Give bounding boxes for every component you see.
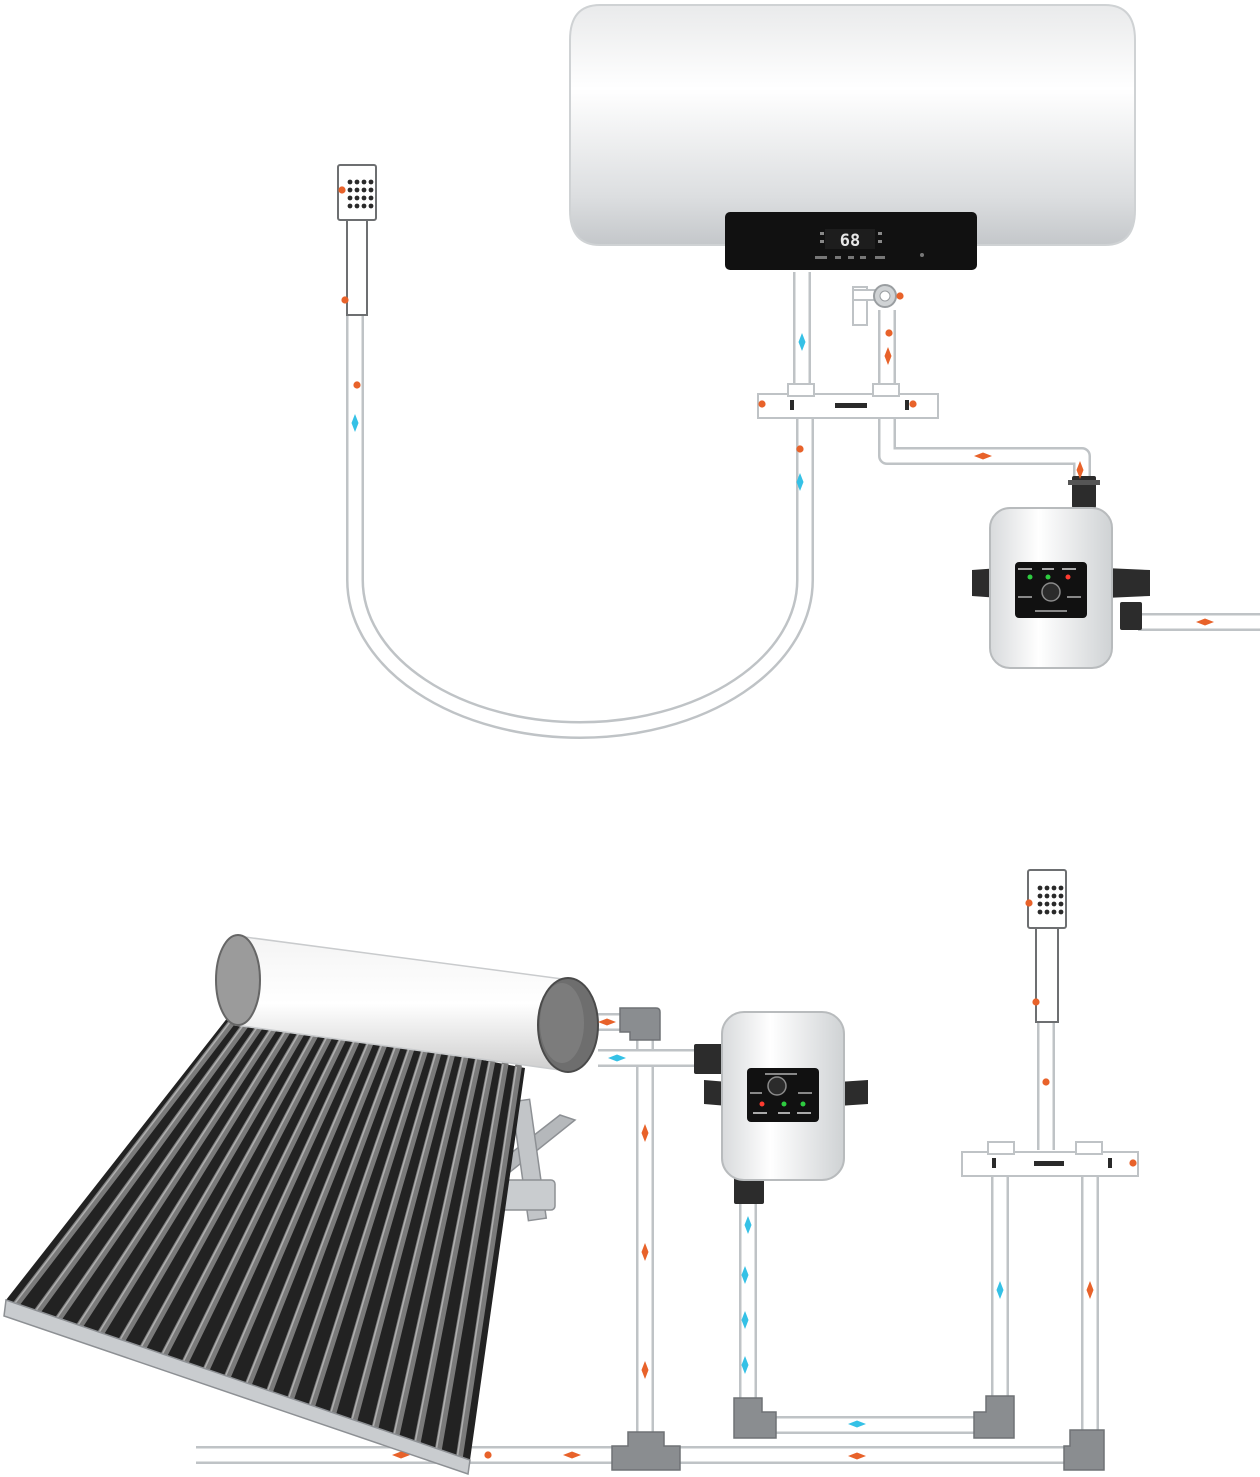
hot-flow-arrow xyxy=(884,347,892,365)
hot-flow-arrow xyxy=(598,1018,616,1026)
collector-tube xyxy=(266,1040,402,1395)
collector-tube xyxy=(55,1014,269,1322)
collector-tube xyxy=(118,1022,309,1344)
collector-tube xyxy=(245,1037,389,1388)
hot-flow-arrow xyxy=(392,1451,410,1459)
booster-pump-icon xyxy=(694,1011,868,1204)
collector-tube xyxy=(139,1025,323,1351)
collector-tube xyxy=(76,1017,283,1329)
shower-head-icon xyxy=(1027,869,1067,1023)
heater-valve-fitting xyxy=(852,284,897,326)
collector-tube-highlight xyxy=(161,1030,331,1355)
collector-tube-highlight xyxy=(203,1035,358,1370)
collector-tube xyxy=(455,1063,522,1460)
hot-water-dot xyxy=(341,296,349,304)
collector-tube-highlight xyxy=(182,1033,344,1363)
cold-flow-arrow xyxy=(351,414,359,432)
collector-tube xyxy=(413,1058,496,1446)
cold-flow-arrow xyxy=(741,1356,749,1374)
collector-tube xyxy=(160,1027,336,1359)
collector-tube xyxy=(223,1035,376,1380)
collector-tube xyxy=(434,1060,509,1453)
collector-tube-highlight xyxy=(13,1012,238,1305)
hot-flow-arrow xyxy=(1076,461,1084,479)
hot-flow-arrow xyxy=(563,1451,581,1459)
shower-head-icon xyxy=(337,164,377,316)
collector-tube xyxy=(97,1019,296,1337)
collector-tube xyxy=(181,1030,349,1366)
mixing-valve-icon xyxy=(757,383,939,419)
hot-flow-arrow xyxy=(641,1361,649,1379)
collector-tube-highlight xyxy=(372,1056,464,1428)
collector-tube-highlight xyxy=(435,1064,504,1450)
cold-flow-arrow xyxy=(798,333,806,351)
water-heater-icon: 68 xyxy=(569,4,1136,270)
collector-tube-highlight xyxy=(330,1051,438,1413)
collector-tube-highlight xyxy=(288,1046,411,1399)
hot-water-dot xyxy=(1129,1159,1137,1167)
flow-markers xyxy=(338,186,1214,1460)
collector-tube-highlight xyxy=(351,1053,451,1421)
collector-tube-highlight xyxy=(98,1023,291,1334)
collector-tube xyxy=(329,1047,442,1417)
hot-water-dot xyxy=(796,445,804,453)
collector-tube-highlight xyxy=(35,1015,251,1312)
cold-flow-arrow xyxy=(608,1054,626,1062)
collector-tube-highlight xyxy=(414,1061,491,1442)
hot-flow-arrow xyxy=(641,1124,649,1142)
collector-tube xyxy=(13,1009,243,1308)
cold-flow-arrow xyxy=(741,1311,749,1329)
pipe-fittings xyxy=(611,1007,1105,1471)
collector-tube-highlight xyxy=(393,1058,478,1435)
collector-tube-highlight xyxy=(140,1028,318,1348)
booster-pump-icon xyxy=(972,476,1150,669)
mixing-valve-icon xyxy=(961,1141,1139,1177)
cold-flow-arrow xyxy=(796,473,804,491)
collector-tube xyxy=(371,1053,469,1431)
hot-flow-arrow xyxy=(1196,618,1214,626)
cold-flow-arrow xyxy=(996,1281,1004,1299)
collector-tube xyxy=(308,1045,429,1409)
heater-temperature-display: 68 xyxy=(840,231,860,251)
collector-tube xyxy=(202,1032,363,1373)
collector-tube-highlight xyxy=(266,1043,398,1392)
collector-tube xyxy=(34,1012,256,1315)
hot-water-dot xyxy=(758,400,766,408)
collector-tube-highlight xyxy=(456,1066,518,1457)
top-piping xyxy=(346,272,1260,739)
solar-water-heater-icon xyxy=(3,934,599,1476)
collector-tube-highlight xyxy=(56,1017,264,1319)
collector-tube-highlight xyxy=(245,1040,384,1384)
hot-flow-arrow xyxy=(848,1452,866,1460)
collector-tube-highlight xyxy=(309,1048,424,1406)
hot-water-dot xyxy=(909,400,917,408)
hot-flow-arrow xyxy=(1086,1281,1094,1299)
cold-flow-arrow xyxy=(744,1216,752,1234)
hot-water-dot xyxy=(484,1451,492,1459)
collector-tube xyxy=(287,1042,416,1402)
collector-tube-highlight xyxy=(224,1038,371,1377)
collector-tube xyxy=(350,1050,456,1424)
hot-water-dot xyxy=(1032,998,1040,1006)
hot-flow-arrow xyxy=(974,452,992,460)
collector-tube-highlight xyxy=(119,1025,304,1341)
hot-water-dot xyxy=(885,329,893,337)
cold-flow-arrow xyxy=(848,1420,866,1428)
hot-water-dot xyxy=(896,292,904,300)
hot-water-dot xyxy=(1042,1078,1050,1086)
hot-water-dot xyxy=(353,381,361,389)
hot-flow-arrow xyxy=(641,1243,649,1261)
collector-tube xyxy=(392,1055,482,1439)
hot-water-dot xyxy=(338,186,346,194)
cold-flow-arrow xyxy=(741,1266,749,1284)
collector-tube-highlight xyxy=(77,1020,278,1326)
hot-water-dot xyxy=(1025,899,1033,907)
